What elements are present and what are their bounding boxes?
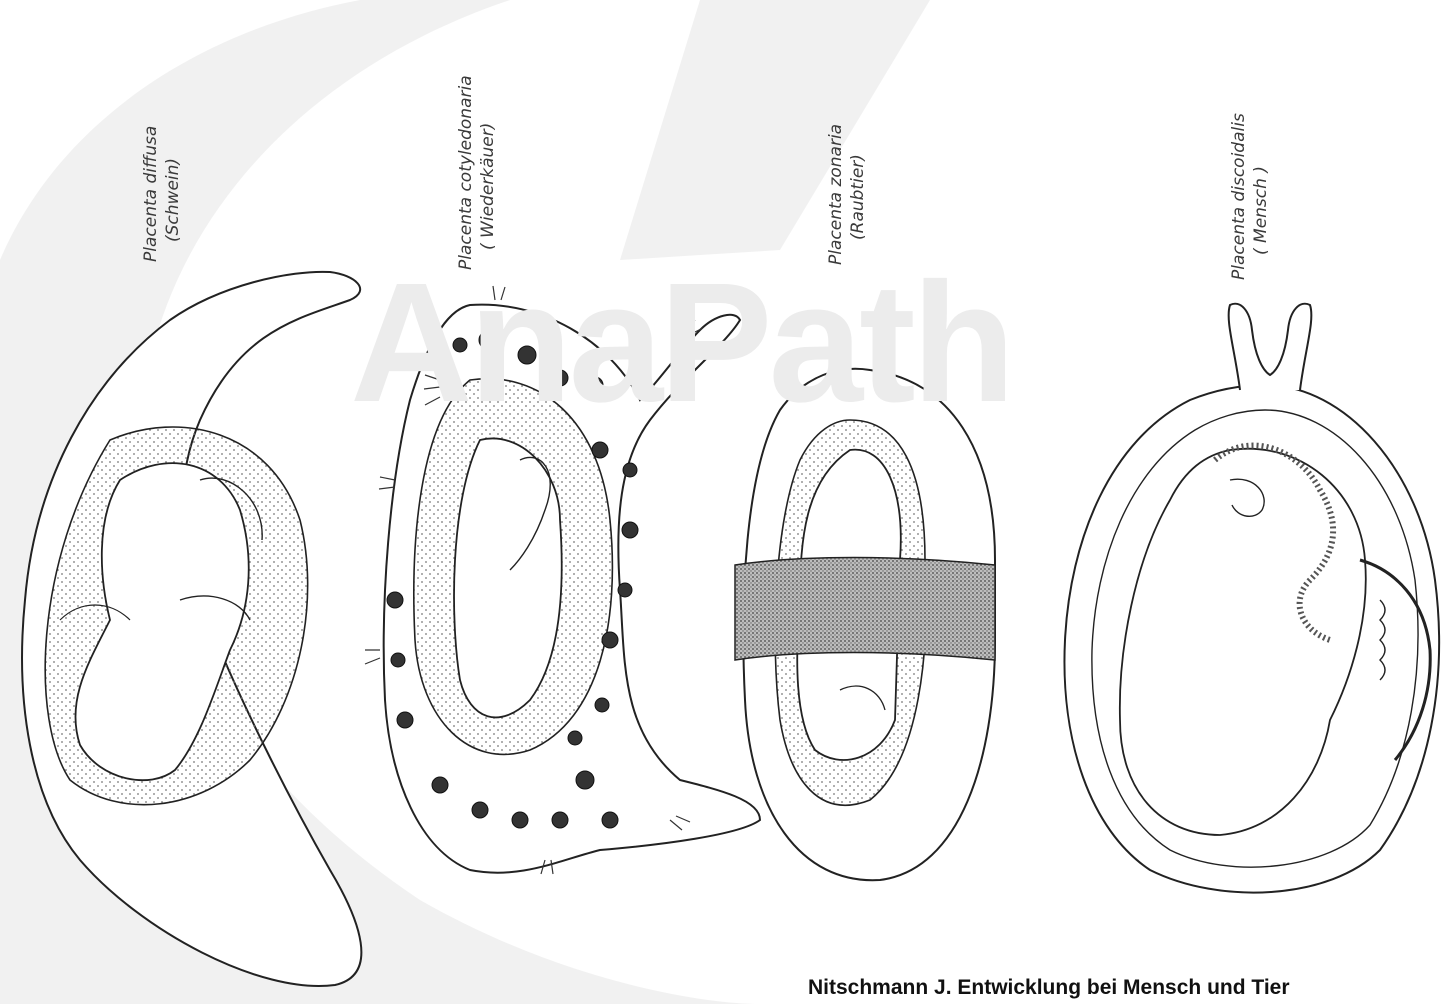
- panel-subtitle-diffusa: (Schwein): [162, 126, 184, 262]
- panel-label-zonaria: Placenta zonaria (Raubtier): [825, 124, 869, 265]
- watermark-text: AnaPath: [350, 245, 1012, 441]
- panel-label-cotyledonaria: Placenta cotyledonaria ( Wiederkäuer): [455, 75, 499, 270]
- panel-label-discoidalis: Placenta discoidalis ( Mensch ): [1228, 113, 1272, 280]
- panel-subtitle-discoidalis: ( Mensch ): [1250, 113, 1272, 280]
- citation-text: Nitschmann J. Entwicklung bei Mensch und…: [808, 976, 1290, 1000]
- discoidalis-stalk: [1229, 304, 1312, 390]
- zonaria-band: [735, 558, 995, 661]
- panel-title-zonaria: Placenta zonaria: [825, 124, 847, 265]
- zonaria-drawing: [735, 369, 995, 880]
- panel-title-cotyledonaria: Placenta cotyledonaria: [455, 75, 477, 270]
- panel-title-diffusa: Placenta diffusa: [140, 126, 162, 262]
- discoidalis-drawing: [1064, 304, 1439, 893]
- panel-title-discoidalis: Placenta discoidalis: [1228, 113, 1250, 280]
- panel-subtitle-zonaria: (Raubtier): [847, 124, 869, 265]
- panel-subtitle-cotyledonaria: ( Wiederkäuer): [477, 75, 499, 270]
- panel-label-diffusa: Placenta diffusa (Schwein): [140, 126, 184, 262]
